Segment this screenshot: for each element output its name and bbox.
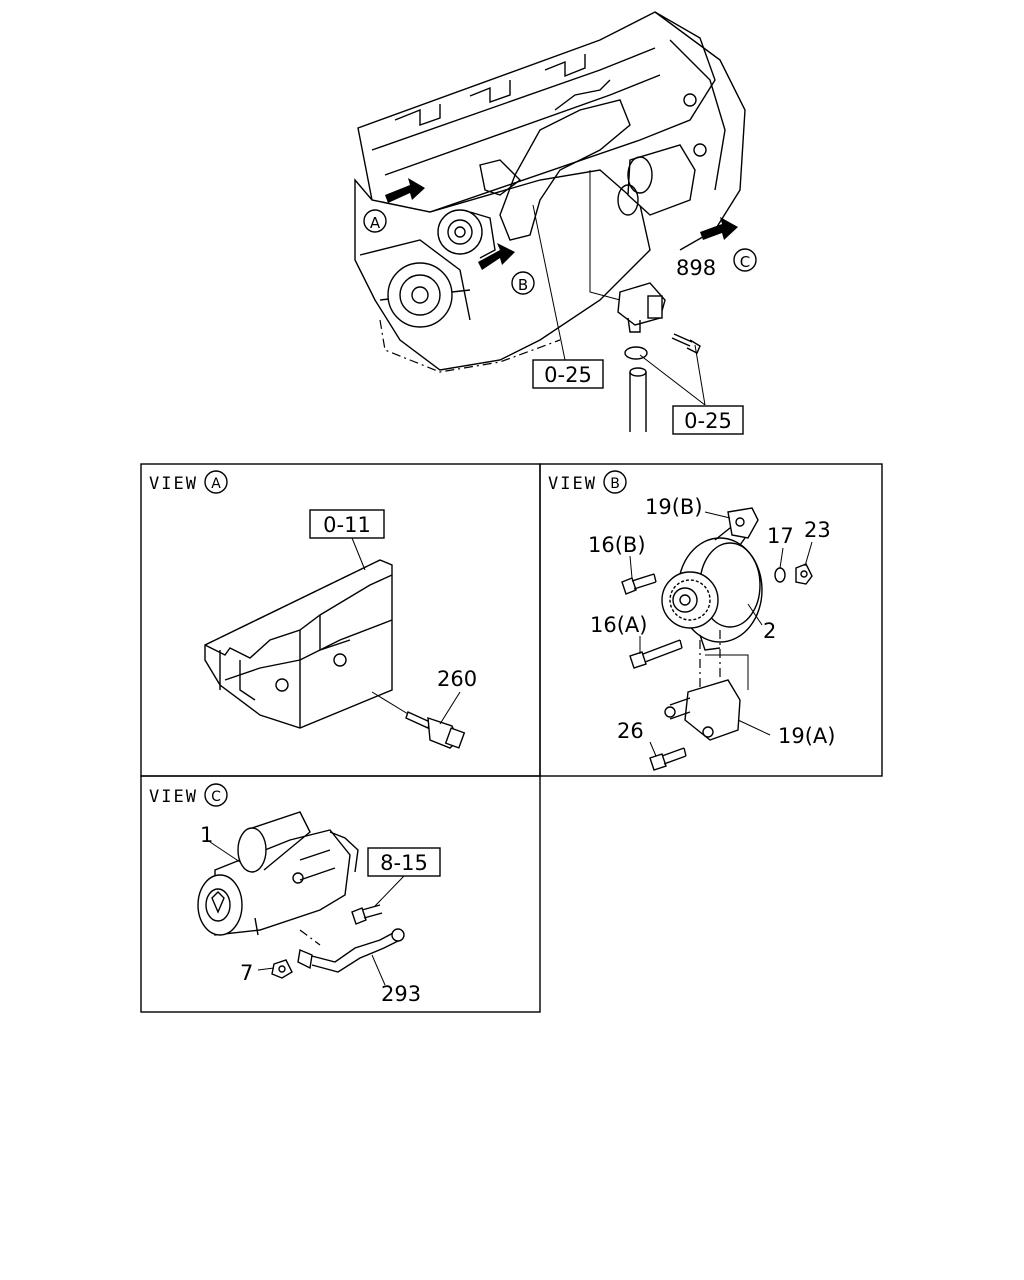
- starter-motor-drawing: [197, 811, 359, 936]
- bolt-8-15-drawing: [351, 875, 405, 925]
- svg-text:VIEW: VIEW: [548, 474, 597, 494]
- part-17-label: 17: [767, 524, 794, 548]
- bracket-19a-drawing: [664, 654, 749, 741]
- bracket-19b-drawing: [727, 507, 759, 539]
- cable-293-drawing: [297, 928, 405, 986]
- cylinder-head-drawing: [204, 537, 393, 729]
- part-19a-label: 19(A): [778, 724, 835, 748]
- part-26-label: 26: [617, 719, 644, 743]
- svg-text:0-11: 0-11: [323, 513, 371, 537]
- view-b-leaders: [629, 511, 813, 757]
- part-1-label: 1: [200, 823, 213, 847]
- part-2-label: 2: [763, 619, 776, 643]
- svg-text:0-25: 0-25: [684, 409, 732, 433]
- part-898-label: 898: [676, 256, 716, 280]
- view-c-ref-box: 8-15: [367, 847, 441, 877]
- nut-23-drawing: [795, 563, 813, 585]
- svg-text:A: A: [370, 214, 381, 232]
- svg-text:0-25: 0-25: [544, 363, 592, 387]
- view-c-title: VIEW C: [149, 783, 228, 807]
- part-1-leader: [209, 841, 241, 863]
- svg-text:8-15: 8-15: [380, 851, 428, 875]
- ref-box-left: 0-25: [532, 359, 604, 389]
- bolt-16a-drawing: [629, 639, 683, 669]
- part-19b-label: 19(B): [645, 495, 703, 519]
- ref-box-right: 0-25: [672, 405, 744, 435]
- part-7-label: 7: [240, 961, 253, 985]
- engine-assembly-drawing: [354, 11, 746, 432]
- callout-c-circle: C: [733, 248, 757, 272]
- view-a-title: VIEW A: [149, 470, 228, 494]
- part-293-label: 293: [381, 982, 421, 1006]
- temperature-sensor-260: [371, 691, 466, 749]
- bolt-26-drawing: [649, 747, 687, 771]
- part-16a-label: 16(A): [590, 613, 647, 637]
- washer-17-drawing: [774, 567, 786, 583]
- nut-7-drawing: [257, 959, 293, 979]
- svg-text:B: B: [610, 476, 620, 492]
- callout-a-circle: A: [363, 209, 387, 233]
- callout-b-circle: B: [511, 271, 535, 295]
- view-a-ref-box: 0-11: [309, 509, 385, 539]
- part-23-label: 23: [804, 518, 831, 542]
- part-260-label: 260: [437, 667, 477, 691]
- alternator-drawing: [661, 519, 763, 690]
- svg-text:B: B: [518, 276, 528, 294]
- svg-text:VIEW: VIEW: [149, 787, 198, 807]
- view-b-title: VIEW B: [548, 470, 627, 494]
- panel-frames: [140, 463, 883, 1013]
- svg-text:A: A: [211, 476, 221, 492]
- part-16b-label: 16(B): [588, 533, 646, 557]
- bolt-16b-drawing: [621, 573, 657, 595]
- svg-text:VIEW: VIEW: [149, 474, 198, 494]
- svg-text:C: C: [740, 253, 750, 271]
- svg-text:C: C: [211, 789, 221, 805]
